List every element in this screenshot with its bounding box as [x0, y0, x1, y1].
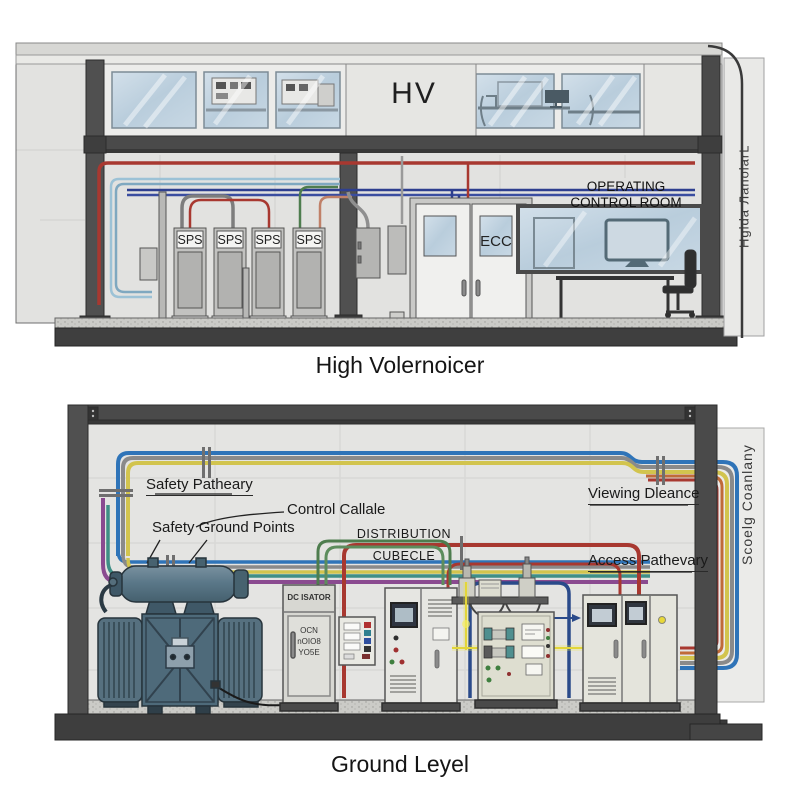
window-interior-panels: [206, 77, 640, 127]
control-room-window: [516, 204, 704, 274]
ground-caption: Ground Leyel: [330, 751, 470, 777]
upper-drawing-svg: [15, 42, 765, 347]
transformer: [97, 557, 285, 715]
blue-arrow: [572, 614, 581, 622]
control-cable-label: Control Callale: [287, 501, 386, 518]
desk-and-chair: [556, 249, 697, 318]
distribution-label-line2: CUBECLE: [372, 549, 436, 563]
large-control-cabinet: [381, 587, 461, 712]
right-cabinet-bank: [579, 594, 681, 712]
bench-control-panel: [474, 611, 558, 709]
ecc-door: [409, 197, 533, 323]
distribution-label-line1: DISTRIBUTION: [356, 527, 452, 541]
monitor: [604, 218, 670, 262]
upper-caption: High Volernoicer: [315, 352, 485, 378]
dc-cabinet-line3: YO5E: [298, 648, 320, 657]
upper-floor-slab: [54, 317, 738, 347]
ecc-door-label: ECC: [480, 233, 512, 250]
sps-cabinet-label-1: SPS: [177, 233, 203, 247]
hv-wall-panel: [345, 63, 477, 137]
mezzanine-beam: [83, 135, 723, 153]
ground-base: [54, 713, 763, 741]
dc-cabinet-line1: OCN: [300, 626, 318, 635]
safety-ground-points-label: Safety Ground Points: [152, 519, 295, 536]
sps-cabinet-label-3: SPS: [255, 233, 281, 247]
dc-cabinet-title: DC ISATOR: [287, 593, 331, 602]
viewing-distance-label: Viewing Dleance: [588, 485, 700, 505]
small-wall-panel: [338, 616, 376, 666]
label-leader-lines: [146, 493, 692, 573]
sps-cabinet-label-4: SPS: [296, 233, 322, 247]
mezzanine-window-band: [99, 63, 713, 137]
control-room-label-line2: CONTROL ROOM: [570, 195, 682, 210]
right-conduit: [707, 44, 744, 338]
safety-pathway-label: Safety Patheary: [146, 476, 253, 496]
hv-room-label: HV: [391, 77, 437, 110]
sps-cabinet-label-2: SPS: [217, 233, 243, 247]
access-pathway-label: Access Pathevary: [588, 552, 709, 572]
ground-frame: [57, 404, 728, 736]
control-room-label-line1: OPERATING: [586, 179, 666, 194]
dc-isolator-cabinet: [279, 584, 339, 712]
hall-equipment-misc: [139, 191, 407, 319]
ground-drawing-svg: [54, 404, 765, 741]
right-wall-panel: [723, 57, 765, 337]
dc-cabinet-line2: nOIO8: [297, 637, 321, 646]
